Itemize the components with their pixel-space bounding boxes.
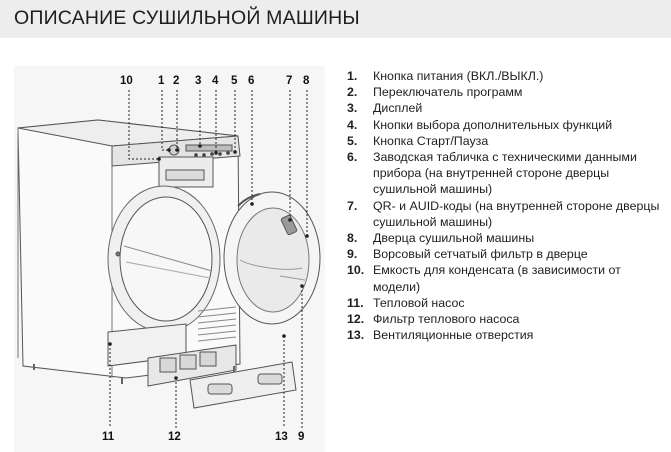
legend-text: Кнопки выбора дополнительных функций (373, 117, 613, 132)
legend-number: 1. (347, 69, 358, 83)
legend-item: 12. Фильтр теплового насоса (347, 311, 667, 327)
legend-text: Переключатель программ (373, 85, 523, 100)
legend-item: 8. Дверца сушильной машины (347, 230, 667, 246)
legend-item: 13. Вентиляционные отверстия (347, 327, 667, 343)
parts-legend: 1. Кнопка питания (ВКЛ./ВЫКЛ.) 2. Переключ… (347, 68, 667, 343)
callout-label: 13 (275, 431, 288, 443)
callout-label: 9 (298, 431, 305, 443)
page-title: ОПИСАНИЕ СУШИЛЬНОЙ МАШИНЫ (14, 7, 360, 29)
legend-text: Дисплей (373, 101, 423, 116)
legend-text: Кнопка Старт/Пауза (373, 133, 489, 148)
legend-number: 10. (347, 263, 365, 278)
callout-label: 8 (303, 75, 310, 87)
callout-label: 5 (231, 75, 238, 87)
legend-text: Тепловой насос (373, 295, 465, 310)
legend-item: 7. QR- и AUID-коды (на внутренней стороне… (347, 198, 667, 230)
legend-item: 9. Ворсовый сетчатый фильтр в дверце (347, 246, 667, 262)
legend-item: 2. Переключатель программ (347, 84, 667, 100)
callout-label: 11 (102, 431, 115, 443)
legend-text: QR- и AUID-коды (на внутренней стороне д… (373, 198, 660, 229)
legend-item: 11. Тепловой насос (347, 295, 667, 311)
legend-item: 5. Кнопка Старт/Пауза (347, 133, 667, 149)
callout-label: 1 (158, 75, 165, 87)
legend-text: Фильтр теплового насоса (373, 312, 520, 327)
header-bar: ОПИСАНИЕ СУШИЛЬНОЙ МАШИНЫ (0, 0, 671, 38)
callout-label: 6 (248, 75, 255, 87)
legend-text: Заводская табличка с техническими данным… (373, 150, 637, 197)
legend-item: 10. Емкость для конденсата (в зависимости… (347, 262, 667, 294)
dryer-illustration: 10 1 2 3 4 5 6 7 8 11 12 13 9 (14, 66, 325, 452)
legend-text: Дверца сушильной машины (373, 231, 535, 246)
legend-number: 7. (347, 198, 358, 213)
legend-number: 12. (347, 312, 365, 327)
legend-number: 2. (347, 85, 358, 100)
callout-label: 3 (195, 75, 202, 87)
callout-label: 7 (286, 75, 293, 87)
legend-number: 4. (347, 117, 358, 132)
legend-item: 4. Кнопки выбора дополнительных функций (347, 117, 667, 133)
legend-item: 3. Дисплей (347, 100, 667, 116)
callout-label: 2 (173, 75, 180, 87)
legend-number: 8. (347, 231, 358, 246)
legend-item: 1. Кнопка питания (ВКЛ./ВЫКЛ.) (347, 68, 667, 84)
legend-text: Емкость для конденсата (в зависимости от… (373, 263, 621, 294)
legend-item: 6. Заводская табличка с техническими данн… (347, 149, 667, 198)
callout-label: 4 (212, 75, 219, 87)
legend-number: 9. (347, 247, 358, 262)
legend-text: Кнопка питания (ВКЛ./ВЫКЛ.) (373, 69, 544, 83)
callout-label: 12 (168, 431, 181, 443)
legend-number: 13. (347, 328, 365, 343)
legend-number: 6. (347, 150, 358, 165)
dryer-drawing (17, 90, 321, 428)
legend-number: 11. (347, 295, 364, 310)
legend-number: 5. (347, 133, 358, 148)
callout-label: 10 (120, 75, 133, 87)
legend-text: Ворсовый сетчатый фильтр в дверце (373, 247, 588, 262)
legend-text: Вентиляционные отверстия (373, 328, 534, 343)
legend-number: 3. (347, 101, 358, 116)
